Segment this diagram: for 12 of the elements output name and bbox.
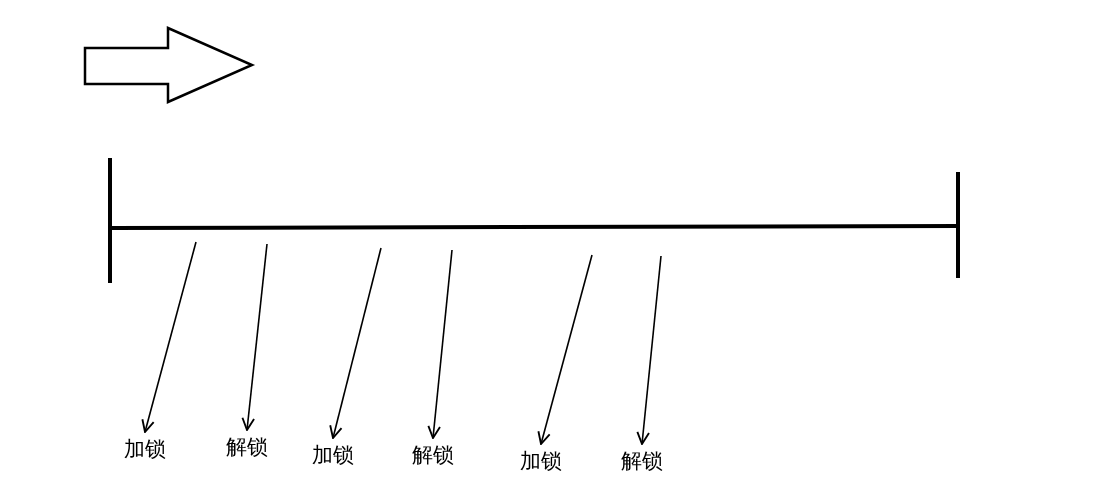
arrow (241, 243, 268, 431)
arrow (329, 247, 382, 439)
step-label: 解锁 (614, 444, 670, 478)
step-label: 加锁 (305, 438, 361, 472)
step-label: 解锁 (219, 430, 275, 464)
arrow (636, 255, 662, 445)
arrow (537, 254, 593, 445)
step-label: 解锁 (405, 438, 461, 472)
step-label: 加锁 (117, 432, 173, 466)
arrow (427, 249, 453, 439)
step-label: 加锁 (513, 444, 569, 478)
arrow (141, 241, 197, 433)
